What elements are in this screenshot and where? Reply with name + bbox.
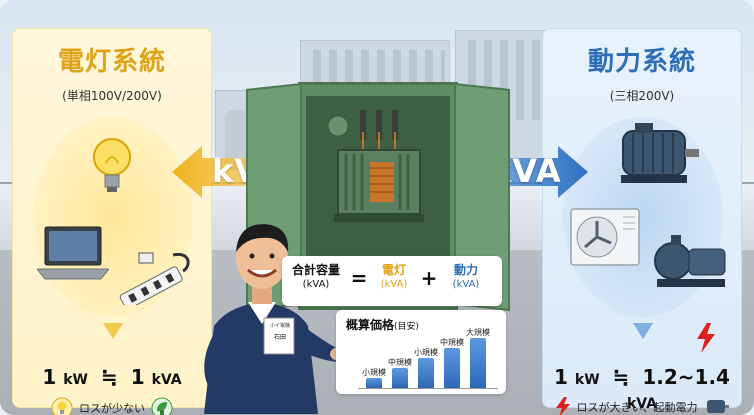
- price-bar: [418, 358, 434, 388]
- power-system-subtitle: (三相200V): [609, 89, 675, 103]
- power-kw-unit: kW: [574, 372, 600, 388]
- total-capacity-card: 合計容量 (kVA) = 電灯 (kVA) + 動力 (kVA): [282, 256, 502, 306]
- power-conversion-formula: 1 kW ≒ 1.2~1.4 kVA: [543, 365, 741, 413]
- total-capacity-unit: (kVA): [302, 278, 330, 290]
- air-conditioner-icon: [570, 208, 640, 266]
- laptop-icon: [37, 226, 109, 280]
- price-bar-label: 小規模: [362, 368, 386, 377]
- power-approx-symbol: ≒: [612, 365, 630, 389]
- plus-sign: +: [420, 266, 438, 290]
- price-bar: [444, 348, 460, 388]
- electric-motor-icon: [621, 123, 699, 183]
- lighting-conversion-formula: 1 kW ≒ 1 kVA: [13, 365, 211, 389]
- power-strip-icon: [119, 252, 190, 305]
- power-system-panel: 動力系統 (三相200V): [542, 28, 742, 415]
- price-bar: [470, 338, 486, 388]
- price-bar-chart: 小規模中規模小規模中規模大規模: [336, 310, 506, 394]
- equals-sign: =: [350, 266, 368, 290]
- lighting-capacity-unit: (kVA): [380, 278, 408, 290]
- power-kva-unit: kVA: [626, 396, 658, 412]
- lighting-kva-unit: kVA: [151, 372, 182, 388]
- lighting-approx-symbol: ≒: [100, 365, 118, 389]
- price-bar-label: 大規模: [466, 328, 490, 337]
- engineer-person-icon: [204, 224, 338, 414]
- lightning-icon: [697, 323, 715, 353]
- price-bar: [366, 378, 382, 388]
- power-note: ロスが大きい、起動電力: [576, 401, 698, 414]
- total-capacity-label: 合計容量: [291, 263, 340, 277]
- power-capacity-unit: (kVA): [452, 278, 480, 290]
- background-tank: [225, 110, 247, 170]
- power-kva-value: 1.2~1.4: [642, 365, 730, 389]
- light-bulb-icon: [93, 138, 131, 192]
- small-motor-icon: [706, 400, 729, 413]
- total-capacity: 合計容量 (kVA): [288, 264, 344, 290]
- price-title-note: (目安): [394, 322, 420, 332]
- badge-name: 石田: [273, 334, 286, 341]
- price-baseline: [358, 388, 498, 389]
- pump-icon: [654, 235, 726, 287]
- lighting-down-arrow-icon: [103, 323, 123, 339]
- lighting-kva-value: 1: [130, 365, 145, 389]
- price-bar-label: 中規模: [440, 338, 464, 347]
- lighting-kw-unit: kW: [63, 372, 89, 388]
- transformer-icon: [327, 110, 424, 222]
- lighting-note: ロスが少ない: [79, 402, 145, 415]
- lighting-system-title: 電灯系統: [57, 47, 166, 77]
- power-capacity-label: 動力: [453, 263, 478, 277]
- power-capacity: 動力 (kVA): [444, 264, 488, 290]
- price-title-text: 概算価格: [346, 318, 395, 332]
- price-bar-label: 小規模: [414, 348, 438, 357]
- power-note-row: ロスが大きい、起動電力: [543, 397, 741, 415]
- eco-plug-icon: [151, 397, 173, 415]
- price-bar-label: 中規模: [388, 358, 412, 367]
- price-bar: [392, 368, 408, 388]
- badge-company: 小イ電機: [269, 323, 290, 329]
- lighting-capacity: 電灯 (kVA): [374, 264, 414, 290]
- lighting-capacity-label: 電灯: [381, 263, 406, 277]
- small-bulb-icon: [51, 397, 73, 415]
- power-kw-value: 1: [554, 365, 568, 389]
- lighting-system-panel: 電灯系統 (単相100V/200V): [12, 28, 212, 415]
- price-title: 概算価格(目安): [346, 316, 419, 333]
- estimated-price-card: 概算価格(目安) 小規模中規模小規模中規模大規模: [336, 310, 506, 394]
- lighting-kw-value: 1: [42, 365, 57, 389]
- lighting-system-subtitle: (単相100V/200V): [62, 89, 162, 103]
- power-system-title: 動力系統: [587, 47, 696, 77]
- power-down-arrow-icon: [633, 323, 653, 339]
- lighting-note-row: ロスが少ない: [13, 397, 211, 415]
- small-lightning-icon: [555, 397, 570, 415]
